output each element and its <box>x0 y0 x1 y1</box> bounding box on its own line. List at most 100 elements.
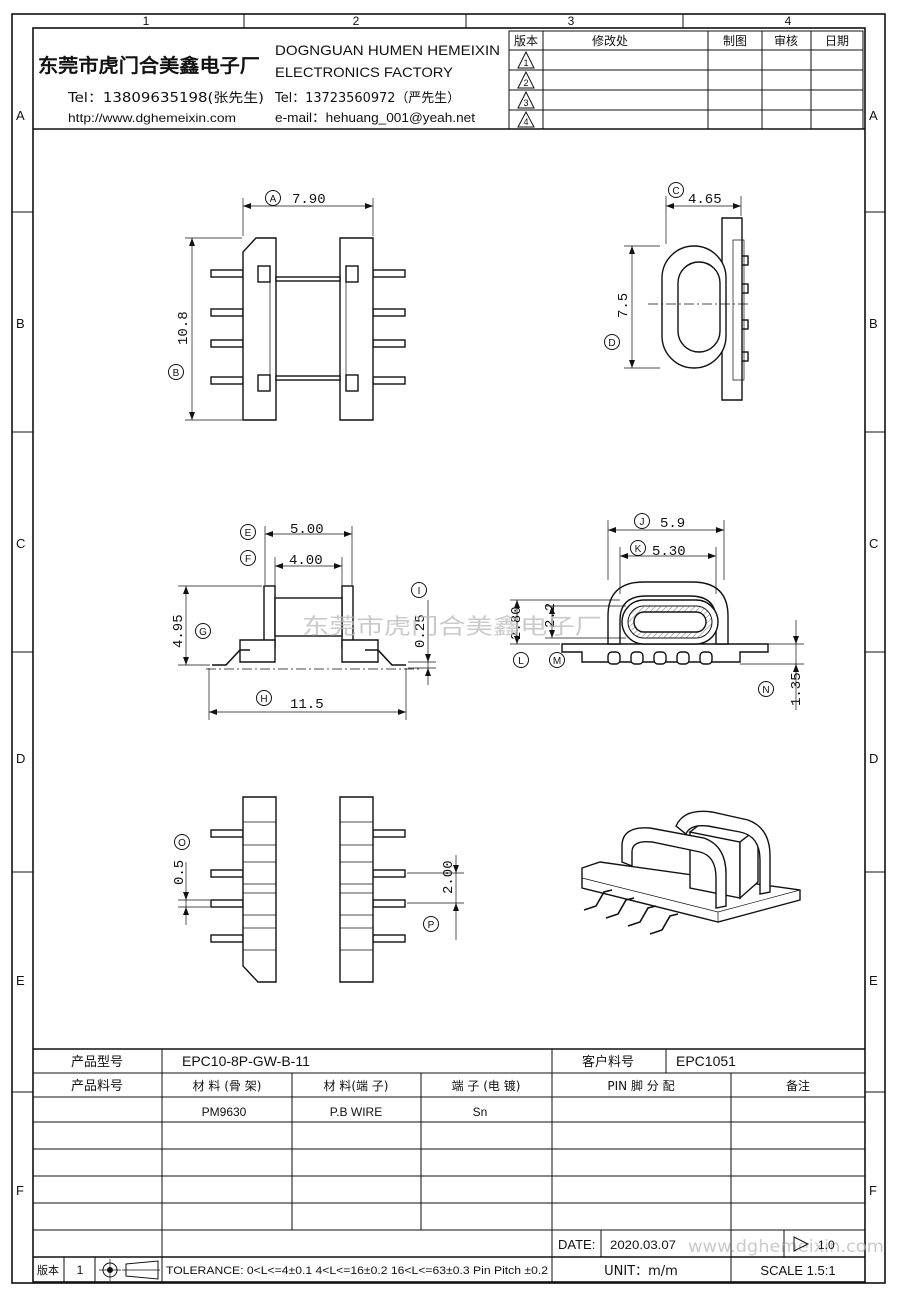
terminal-plating: Sn <box>473 1105 488 1119</box>
row-label: A <box>869 108 878 123</box>
svg-text:O: O <box>178 838 186 849</box>
end-view: J 5.9 K 5.30 L 2.80 M 2.2 N <box>509 513 805 710</box>
revision-header: 修改处 <box>592 33 628 48</box>
version-number: 1 <box>77 1263 84 1277</box>
side-view: C 4.65 D 7.5 <box>604 182 749 401</box>
label: 产品料号 <box>71 1079 123 1094</box>
svg-text:P: P <box>428 920 435 931</box>
svg-text:N: N <box>762 685 769 696</box>
grid-labels: 1 2 3 4 A B C D E F A B C D E F <box>16 14 878 1198</box>
bottom-view: O 0.5 P 2.00 <box>172 796 464 983</box>
company-name-en: DOGNGUAN HUMEN HEMEIXIN <box>275 42 500 58</box>
dimension-value: 7.90 <box>292 192 326 208</box>
dimension-value: 7.5 <box>616 293 632 318</box>
dimension-value: 4.95 <box>171 614 187 648</box>
tolerance-note: TOLERANCE: 0<L<=4±0.1 4<L<=16±0.2 16<L<=… <box>166 1265 548 1277</box>
col-label: 1 <box>143 14 150 28</box>
dimension-value: 2.2 <box>543 603 559 628</box>
revision-header: 版本 <box>514 34 538 48</box>
svg-text:1: 1 <box>523 58 528 68</box>
arrow-icon <box>793 1236 810 1252</box>
website-link: http://www.dghemeixin.com <box>68 111 236 125</box>
isometric-view <box>581 810 801 935</box>
dimension-value: 4.65 <box>688 192 722 208</box>
row-label: E <box>16 973 25 988</box>
dimension-value: 4.00 <box>289 553 323 569</box>
col-label: 4 <box>785 14 792 28</box>
title-block: 产品型号 EPC10-8P-GW-B-11 客户料号 EPC1051 产品料号 … <box>33 1048 884 1282</box>
revision-triangle: 3 <box>517 90 535 109</box>
svg-text:J: J <box>640 517 645 528</box>
svg-text:A: A <box>270 194 277 205</box>
dimension-value: 1.35 <box>789 672 805 706</box>
svg-text:F: F <box>245 554 251 565</box>
revision-triangle: 4 <box>517 110 535 128</box>
revision-table: 版本 修改处 制图 审核 日期 1 2 3 4 <box>508 30 864 130</box>
front-view: E 5.00 F 4.00 G 4.95 H 11.5 <box>171 522 436 720</box>
svg-text:L: L <box>518 656 524 667</box>
product-model: EPC10-8P-GW-B-11 <box>182 1053 310 1069</box>
top-view: A 7.90 B 10.8 <box>168 190 406 421</box>
svg-text:D: D <box>608 338 615 349</box>
row-label: D <box>16 751 25 766</box>
dimension-value: 2.00 <box>441 860 457 894</box>
dimension-value: 2.80 <box>509 606 525 640</box>
row-label: B <box>869 316 878 331</box>
phone-number: Tel：13809635198(张先生) <box>67 91 264 106</box>
scale: SCALE 1.5:1 <box>760 1263 835 1278</box>
svg-text:4: 4 <box>523 117 528 127</box>
svg-text:G: G <box>199 627 207 638</box>
label: PIN 脚 分 配 <box>607 1078 674 1093</box>
svg-text:H: H <box>260 694 267 705</box>
row-label: D <box>869 751 878 766</box>
footer-watermark: www.dghemeixin.com <box>688 1237 884 1257</box>
phone-number: Tel：13723560972（严先生） <box>274 91 460 106</box>
header-block: 东莞市虎门合美鑫电子厂 DOGNGUAN HUMEN HEMEIXIN ELEC… <box>33 42 865 130</box>
drawing-version: 1.0 <box>818 1238 835 1252</box>
svg-text:C: C <box>672 186 679 197</box>
company-name-en: ELECTRONICS FACTORY <box>275 64 454 80</box>
col-label: 2 <box>353 14 360 28</box>
watermark: 东莞市虎门合美鑫电子厂 <box>302 615 602 640</box>
revision-triangle: 1 <box>517 50 535 69</box>
revision-header: 审核 <box>774 33 798 48</box>
label: 材 料 (骨 架) <box>193 1079 262 1093</box>
svg-text:2: 2 <box>523 78 528 88</box>
sheet-frame <box>11 13 886 1284</box>
customer-code: EPC1051 <box>676 1053 736 1069</box>
label: 产品型号 <box>71 1055 123 1070</box>
unit: UNIT：m/m <box>604 1264 678 1279</box>
dimension-value: 10.8 <box>176 311 192 345</box>
row-label: C <box>869 536 878 551</box>
svg-text:M: M <box>553 656 561 667</box>
company-name-cn: 东莞市虎门合美鑫电子厂 <box>38 54 260 77</box>
row-label: C <box>16 536 25 551</box>
row-label: F <box>869 1183 877 1198</box>
material-bobbin: PM9630 <box>202 1105 247 1119</box>
label: DATE: <box>558 1237 595 1252</box>
dimension-value: 0.25 <box>413 614 429 648</box>
projection-symbol-icon <box>99 1259 160 1281</box>
label: 端 子 (电 镀) <box>452 1079 521 1093</box>
row-label: A <box>16 108 25 123</box>
label: 客户料号 <box>582 1054 634 1070</box>
revision-triangle: 2 <box>517 70 535 89</box>
label: 版本 <box>37 1263 59 1277</box>
drawing-date: 2020.03.07 <box>610 1238 676 1252</box>
label: 材 料(端 子) <box>324 1079 389 1093</box>
svg-text:K: K <box>635 544 642 555</box>
svg-text:I: I <box>418 586 421 597</box>
col-label: 3 <box>568 14 575 28</box>
svg-text:B: B <box>173 368 180 379</box>
material-pin: P.B WIRE <box>330 1105 382 1119</box>
row-label: F <box>16 1183 24 1198</box>
dimension-value: 11.5 <box>290 697 324 713</box>
svg-text:3: 3 <box>523 98 528 108</box>
label: 备注 <box>786 1078 810 1093</box>
row-label: E <box>869 973 878 988</box>
row-label: B <box>16 316 25 331</box>
dimension-value: 0.5 <box>172 860 188 885</box>
revision-header: 日期 <box>825 34 849 48</box>
revision-header: 制图 <box>723 34 747 48</box>
